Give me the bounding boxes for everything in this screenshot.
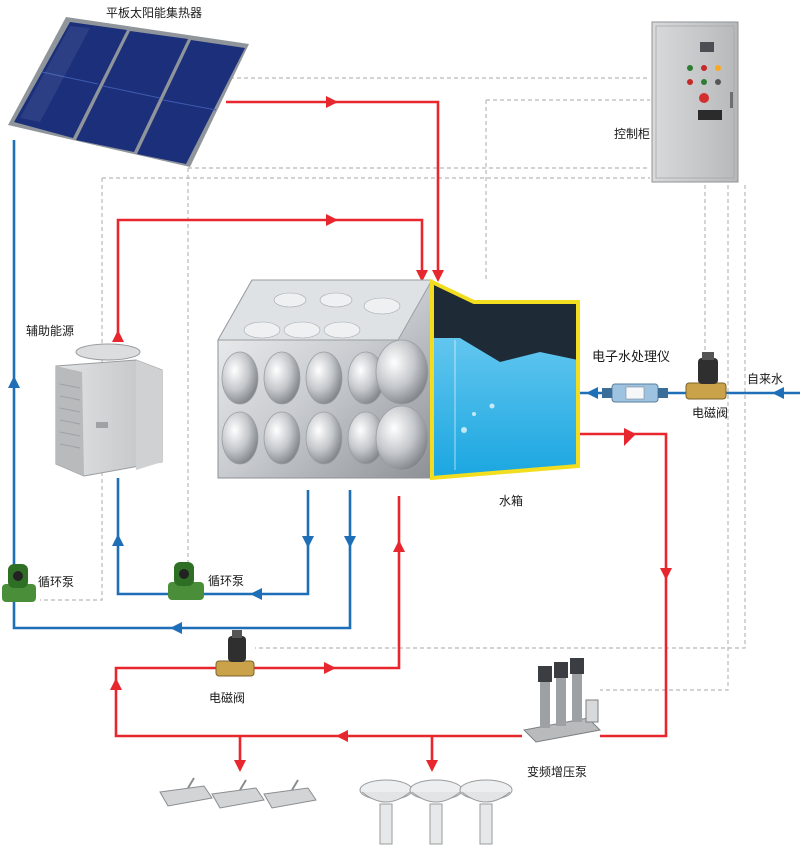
shower-head-icon xyxy=(159,777,213,807)
water-processor-label: 电子水处理仪 xyxy=(592,350,671,365)
cold-pipe-arrows xyxy=(8,376,784,634)
heat-pump-icon xyxy=(55,343,163,477)
steel-water-tank-icon xyxy=(217,278,580,481)
booster-pump-label: 变频增压泵 xyxy=(527,765,588,779)
outlet-solenoid-valve-label: 电磁阀 xyxy=(209,691,246,705)
shower-head-icon xyxy=(263,779,317,809)
tap-water-label: 自来水 xyxy=(747,372,784,386)
solar-panel-icon xyxy=(8,17,249,167)
circulation-pump-icon xyxy=(168,562,204,600)
solenoid-valve-icon xyxy=(215,630,255,677)
hot-pipe-arrows xyxy=(110,96,672,772)
wash-basin-icon xyxy=(459,779,513,845)
control-lines xyxy=(40,77,746,691)
shower-head-icon xyxy=(211,779,265,809)
water-tank-label: 水箱 xyxy=(499,494,524,508)
circulation-pump-icon xyxy=(2,564,36,602)
auxiliary-energy-label: 辅助能源 xyxy=(26,324,75,338)
control-cabinet-icon xyxy=(651,21,739,183)
wash-basin-icon xyxy=(409,779,463,845)
circulation-pump-left-label: 循环泵 xyxy=(38,575,75,589)
circulation-pump-middle-label: 循环泵 xyxy=(208,574,245,588)
water-processor-icon xyxy=(602,383,668,403)
booster-pump-icon xyxy=(522,658,602,743)
wash-basin-icon xyxy=(359,779,413,845)
inlet-solenoid-valve-label: 电磁阀 xyxy=(692,406,729,420)
solenoid-valve-icon xyxy=(685,352,727,400)
control-cabinet-label: 控制柜 xyxy=(614,127,651,141)
solar-collector-label: 平板太阳能集热器 xyxy=(106,6,203,20)
